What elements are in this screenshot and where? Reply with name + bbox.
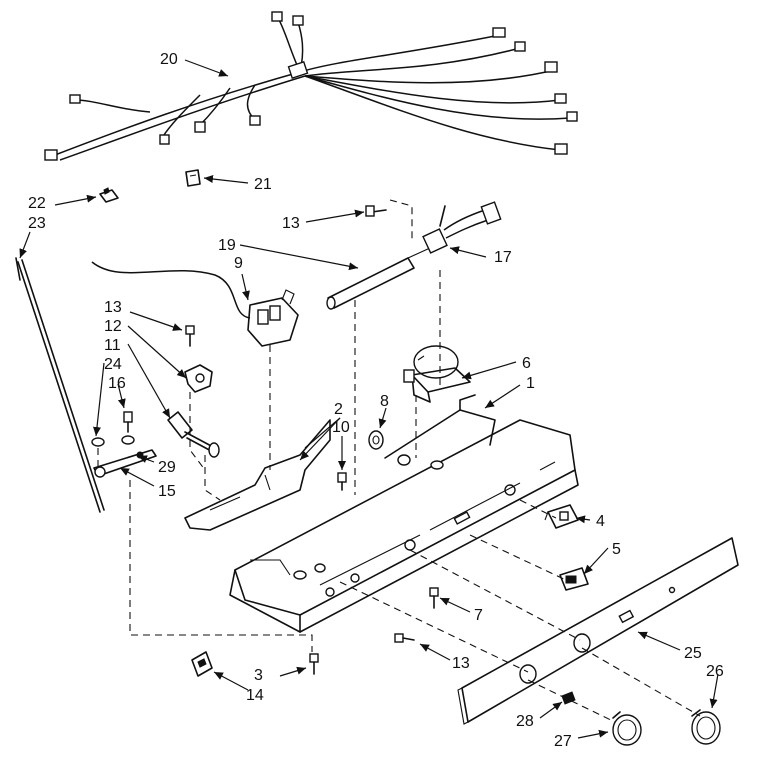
part-7-screw [429,587,439,609]
part-23-control-rod [15,257,105,513]
callout-28: 28 [516,713,534,730]
part-10-screw [337,472,347,491]
part-16-screw [121,411,135,445]
callout-27: 27 [554,733,572,750]
callout-13-bottom: 13 [452,655,470,672]
part-1-control-housing [229,394,579,633]
part-21-clip [185,169,201,187]
callout-19: 19 [218,237,236,254]
callout-8: 8 [380,393,389,410]
part-4-switch [544,504,579,529]
callout-11: 11 [104,337,121,354]
part-5-switch [559,567,589,591]
callout-13-top: 13 [282,215,300,232]
callout-22: 22 [28,195,46,212]
callout-26: 26 [706,663,724,680]
part-12-clamp [184,364,213,393]
callout-6: 6 [522,355,531,372]
callout-20: 20 [160,51,178,68]
callout-labels: 20 21 22 23 13 19 17 9 13 12 11 24 16 29… [28,51,724,750]
leader-lines [19,59,719,739]
part-13-screw-bottom [394,633,415,643]
part-11-shaft [167,411,220,458]
part-13-screw-left [185,325,195,347]
callout-25: 25 [684,645,702,662]
callout-5: 5 [612,541,621,558]
part-13-screw-top [365,205,387,217]
callout-10: 10 [332,419,350,436]
callout-1: 1 [526,375,535,392]
callout-16: 16 [108,375,126,392]
part-3-screw [309,653,319,675]
part-9-thermostat [91,261,299,347]
part-15-lever [93,449,157,478]
callout-14: 14 [246,687,264,704]
part-8-grommet [368,430,384,450]
callout-17: 17 [494,249,512,266]
part-25-console-panel [457,537,739,725]
callout-4: 4 [596,513,605,530]
callout-3: 3 [254,667,263,684]
part-22-bracket [99,187,119,203]
part-17-connector [422,201,502,254]
callout-2: 2 [334,401,343,418]
callout-12: 12 [104,318,122,335]
callout-24: 24 [104,356,122,373]
part-2-bracket [184,419,331,531]
callout-15: 15 [158,483,176,500]
part-6-defrost-timer [403,345,471,403]
part-27-knob [612,711,642,746]
callout-29: 29 [158,459,176,476]
callout-9: 9 [234,255,243,272]
wire-harness [44,11,578,161]
assembly-lines [97,199,701,723]
callout-23: 23 [28,215,46,232]
callout-13-left: 13 [104,299,122,316]
part-14-clip [191,651,213,677]
callout-21: 21 [254,176,272,193]
callout-7: 7 [474,607,483,624]
part-19-sensor-tube [326,247,431,310]
part-26-knob [691,709,721,745]
part-24-washer [91,437,105,447]
